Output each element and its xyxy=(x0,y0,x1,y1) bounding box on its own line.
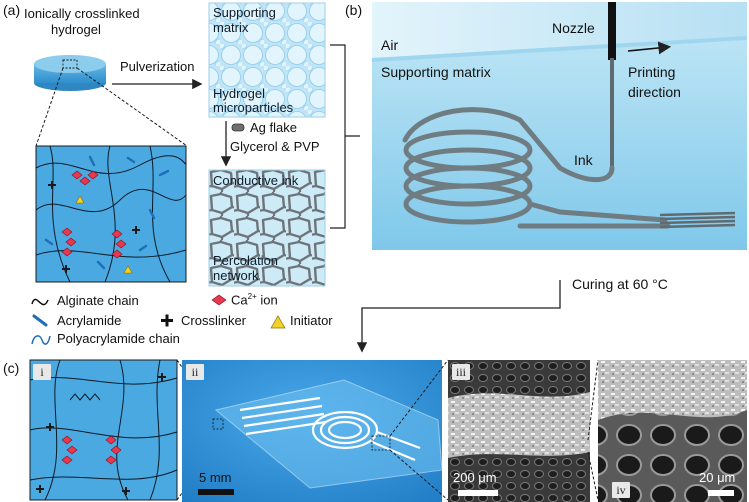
hydrogel-title-line1: Ionically crosslinked xyxy=(24,6,140,21)
conductive-ink-label: Conductive ink xyxy=(213,173,299,188)
scale-label-iii: 200 μm xyxy=(453,470,497,485)
legend-initiator: Initiator xyxy=(290,313,333,328)
supporting-matrix-tank-label: Supporting matrix xyxy=(381,64,491,80)
percolation-label-1: Percolation xyxy=(213,253,279,268)
cured-network-box xyxy=(29,359,178,501)
scale-bar-iv xyxy=(708,490,734,496)
curing-label: Curing at 60 °C xyxy=(572,276,668,292)
panel-b-label: (b) xyxy=(345,2,363,18)
ag-flake-icon xyxy=(231,123,245,132)
hydrogel-title-line2: hydrogel xyxy=(51,22,101,37)
printing-tank xyxy=(372,2,747,250)
pulverization-label: Pulverization xyxy=(120,59,195,74)
legend-symbols xyxy=(31,294,286,345)
scale-bar-ii xyxy=(198,489,234,495)
ink-label: Ink xyxy=(574,152,593,168)
legend-crosslinker: Crosslinker xyxy=(181,313,247,328)
percolation-label-2: network xyxy=(213,268,259,283)
legend-alginate: Alginate chain xyxy=(57,293,139,308)
hydrogel-network-box xyxy=(35,145,187,283)
hydrogel-disc xyxy=(34,55,106,91)
sub-label-iii: iii xyxy=(452,364,470,380)
acrylamide-icon xyxy=(32,314,48,327)
legend-polyacrylamide: Polyacrylamide chain xyxy=(57,331,180,346)
microparticles-label-2: microparticles xyxy=(213,100,294,115)
air-label: Air xyxy=(381,37,399,53)
ca-ion-icon xyxy=(211,294,227,306)
polyacrylamide-chain-icon xyxy=(31,335,51,345)
supporting-matrix-box xyxy=(208,2,326,118)
scale-label-iv: 20 μm xyxy=(699,470,736,485)
panel-c-label: (c) xyxy=(3,360,20,376)
alginate-chain-icon xyxy=(31,298,49,306)
panel-a-label: (a) xyxy=(3,2,21,18)
conductive-ink-box xyxy=(208,169,326,287)
printing-direction-label-2: direction xyxy=(628,84,681,100)
legend-acrylamide: Acrylamide xyxy=(57,313,122,328)
nozzle-label: Nozzle xyxy=(552,20,595,36)
device-photo xyxy=(182,360,443,502)
crosslinker-icon xyxy=(161,314,173,327)
scale-bar-iii xyxy=(458,490,498,496)
supporting-matrix-label-1: Supporting xyxy=(213,5,276,20)
microparticles-label-1: Hydrogel xyxy=(213,86,266,101)
sem-image-iii xyxy=(448,360,590,502)
supporting-matrix-label-2: matrix xyxy=(213,20,249,35)
scale-label-ii: 5 mm xyxy=(199,470,232,485)
legend-ca-ion: Ca2+ ion xyxy=(231,292,278,308)
printing-direction-label-1: Printing xyxy=(628,64,676,80)
glycerol-pvp-label: Glycerol & PVP xyxy=(230,139,320,154)
nozzle-icon xyxy=(608,2,616,60)
initiator-icon xyxy=(270,315,286,329)
sub-label-ii: ii xyxy=(186,364,204,380)
sem-image-iv xyxy=(598,360,747,502)
sub-label-iv: iv xyxy=(612,482,630,498)
sub-label-i: i xyxy=(33,364,51,380)
ag-flake-label: Ag flake xyxy=(250,120,297,135)
